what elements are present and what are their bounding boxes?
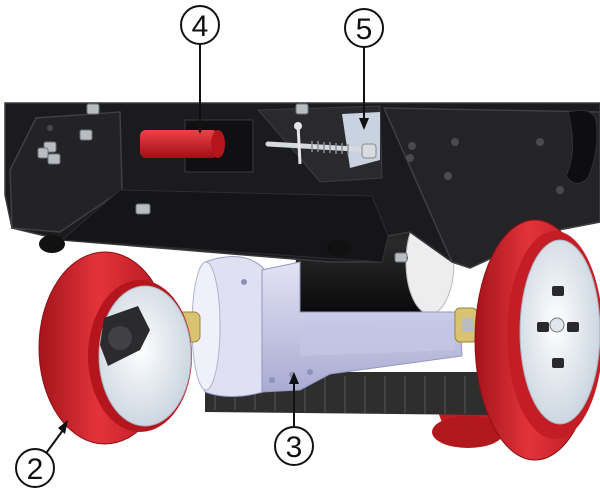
callout-label-2: 2 xyxy=(27,453,44,486)
left-drive-wheel xyxy=(38,251,192,445)
spring-latch xyxy=(265,122,377,165)
right-drive-wheel xyxy=(474,219,600,461)
frame-bolts xyxy=(37,103,408,263)
callout-2: 2 xyxy=(15,420,68,488)
motor-gearbox xyxy=(191,256,463,398)
callout-3: 3 xyxy=(274,372,314,466)
callout-label-5: 5 xyxy=(356,13,373,46)
callout-4: 4 xyxy=(180,5,220,134)
callout-5: 5 xyxy=(344,8,384,130)
callout-label-4: 4 xyxy=(192,10,209,43)
red-pin xyxy=(140,119,254,173)
callout-label-3: 3 xyxy=(286,431,303,464)
